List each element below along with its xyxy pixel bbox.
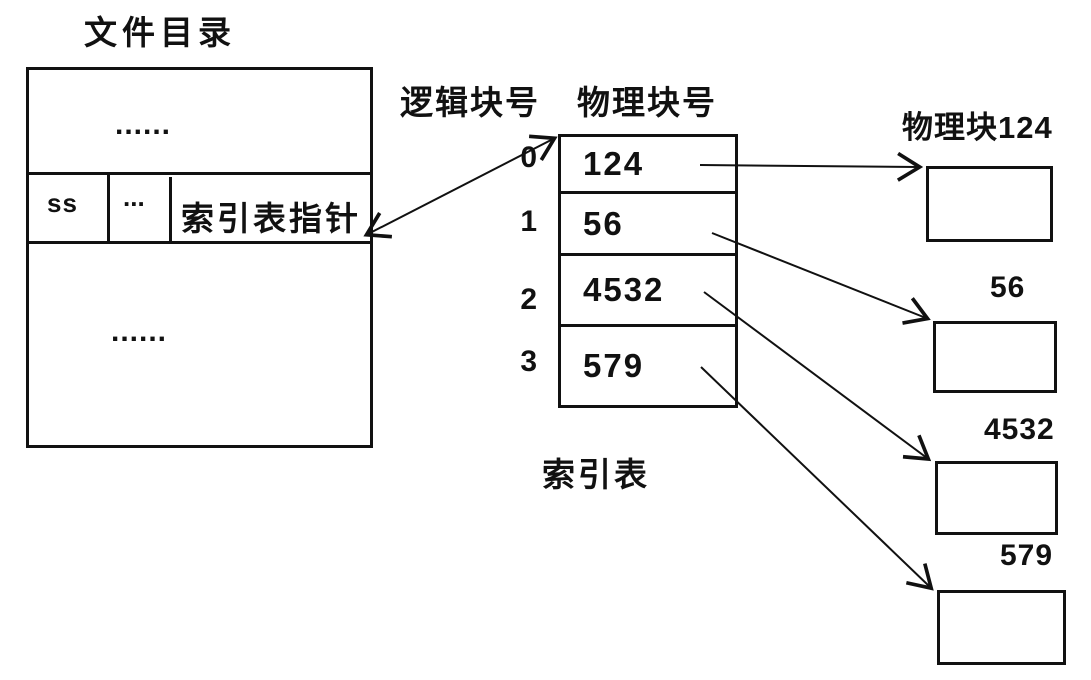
physical-block-number-cell: 124: [583, 145, 645, 182]
physical-block-box-4532: [935, 461, 1058, 535]
physical-block-label-579: 579: [1000, 539, 1054, 572]
directory-row-ellipsis-top: ......: [115, 108, 172, 141]
directory-row-ellipsis-bottom: ......: [111, 315, 168, 348]
directory-entry-middle-dots: ...: [123, 182, 145, 212]
logical-block-header: 逻辑块号: [400, 84, 540, 121]
physical-block-label-124: 物理块124: [902, 110, 1053, 145]
index-table-row: 56: [561, 194, 735, 256]
index-table-pointer-label: 索引表指针: [181, 200, 361, 237]
physical-block-box-579: [937, 590, 1066, 665]
physical-block-number-cell: 4532: [583, 271, 665, 308]
file-directory-box: ...... ss ... 索引表指针 ......: [26, 67, 373, 448]
physical-block-box-124: [926, 166, 1053, 242]
divider: [169, 177, 172, 241]
divider: [107, 175, 110, 241]
physical-block-label-4532: 4532: [984, 413, 1055, 446]
logical-block-index-1: 1: [520, 205, 537, 238]
logical-block-index-0: 0: [520, 141, 537, 174]
index-table: 124 56 4532 579: [558, 134, 738, 408]
index-table-row: 579: [561, 327, 735, 405]
index-table-row: 124: [561, 137, 735, 194]
physical-block-label-56: 56: [990, 271, 1026, 304]
file-directory-title: 文件目录: [84, 14, 236, 51]
physical-block-box-56: [933, 321, 1057, 393]
directory-entry-name: ss: [47, 188, 78, 218]
index-table-row: 4532: [561, 256, 735, 327]
physical-block-number-cell: 56: [583, 204, 624, 242]
physical-block-header: 物理块号: [577, 84, 717, 121]
logical-block-index-2: 2: [520, 283, 537, 316]
divider: [29, 241, 370, 244]
index-table-caption: 索引表: [542, 456, 650, 493]
logical-block-index-3: 3: [520, 345, 537, 378]
physical-block-number-cell: 579: [583, 347, 645, 384]
divider: [29, 172, 370, 175]
arrow-entry1-to-block-56: [711, 232, 931, 325]
